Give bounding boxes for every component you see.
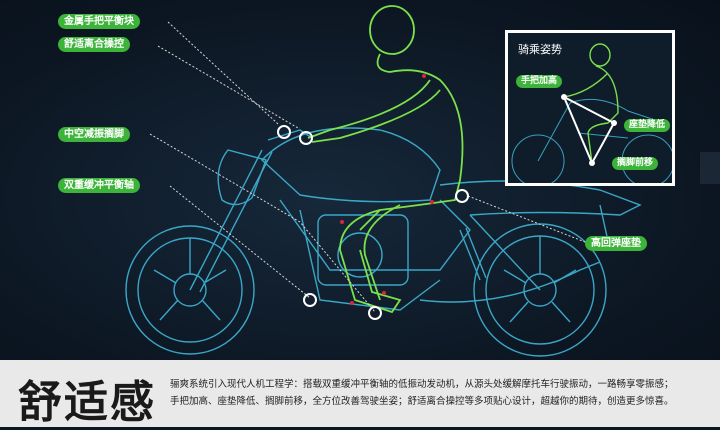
caption-strip: 舒适感 骊爽系统引入现代人机工程学：搭载双重缓冲平衡轴的低振动发动机，从源头处缓… xyxy=(0,360,720,428)
callout-hollow-footpeg: 中空减振搁脚 xyxy=(58,127,130,142)
description-line-2: 手把加高、座垫降低、搁脚前移，全方位改善驾驶坐姿；舒适离合操控等多项贴心设计，超… xyxy=(170,396,674,407)
inset-seat-lowered: 座垫降低 xyxy=(624,119,671,132)
inset-handlebar-raised: 手把加高 xyxy=(516,75,563,88)
riding-posture-inset: 骑乘姿势 手把加高 座垫降低 搁脚前移 xyxy=(505,30,675,186)
inset-title: 骑乘姿势 xyxy=(518,43,562,56)
motorcycle-wireframe xyxy=(125,5,642,357)
inset-footpeg-forward: 搁脚前移 xyxy=(612,157,659,170)
hero-illustration: 金属手把平衡块 舒适离合操控 中空减振搁脚 双重缓冲平衡轴 高回弹座垫 骑乘姿势 xyxy=(0,0,720,360)
callout-high-rebound-seat: 高回弹座垫 xyxy=(585,236,647,251)
callout-comfort-clutch: 舒适离合操控 xyxy=(58,37,130,52)
callout-metal-handle-balance: 金属手把平衡块 xyxy=(58,14,140,29)
description: 骊爽系统引入现代人机工程学：搭载双重缓冲平衡轴的低振动发动机，从源头处缓解摩托车… xyxy=(170,376,710,410)
description-line-1: 骊爽系统引入现代人机工程学：搭载双重缓冲平衡轴的低振动发动机，从源头处缓解摩托车… xyxy=(170,379,674,390)
callout-dual-balance-shaft: 双重缓冲平衡轴 xyxy=(58,178,140,193)
headline: 舒适感 xyxy=(18,377,156,428)
edge-decoration xyxy=(700,152,720,184)
posture-diagram xyxy=(511,43,672,183)
